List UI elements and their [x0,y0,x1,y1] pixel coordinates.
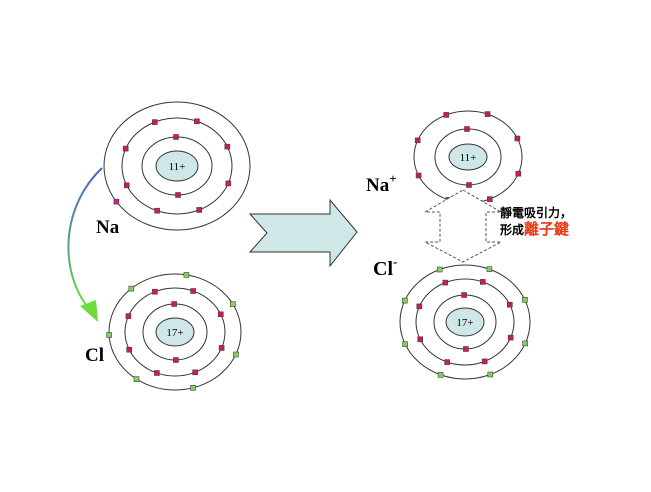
electron [514,135,521,142]
electron [481,358,488,365]
valence-electron [436,266,443,273]
nucleus [155,317,195,347]
electron [218,345,225,351]
electron [196,207,202,213]
reaction-arrow [248,198,358,268]
valence-electron [133,376,140,382]
electron [506,301,513,308]
shell-3 [108,273,242,391]
sodium-ion-symbol: Na+ [366,172,397,196]
chloride-ion-symbol: Cl- [373,255,397,280]
electron [152,288,158,295]
electron [415,172,422,179]
attraction-arrow [423,189,503,263]
electron [123,182,130,189]
electron [443,112,450,118]
sodium-atom: 11+ [103,101,251,231]
valence-electron [106,332,112,338]
electron [190,288,196,294]
electron [225,180,232,187]
nucleus [445,307,485,337]
ion-symbol: Na [366,175,390,196]
valence-electron [486,266,493,273]
valence-electron [233,351,239,358]
ion-charge: + [389,171,397,186]
electron [414,137,421,144]
valence-electron [437,371,444,378]
shell-3 [103,101,251,231]
electron [171,301,177,307]
chloride-ion: 17+ [399,264,531,380]
valence-electron [401,297,408,304]
note-line-1: 靜電吸引力， [500,206,573,220]
electron [154,207,160,214]
chlorine-symbol: Cl [85,345,104,366]
valence-electron [522,296,528,303]
electrons [401,266,529,378]
electron [194,118,200,125]
electron [444,359,451,365]
sodium-ion: 11+ [413,110,523,204]
electron [464,126,470,132]
note-prefix: 形成 [500,223,525,237]
valence-electron [522,340,529,347]
electrons [106,272,239,391]
note-highlight: 離子鍵 [524,220,570,238]
shell-2 [121,117,233,215]
nucleus-charge-label: 11+ [460,152,477,164]
electron [125,313,132,319]
electrons [414,111,522,203]
electron [152,119,158,125]
electron [417,336,424,343]
electron [484,111,491,117]
nucleus [448,143,488,171]
electron [175,192,181,198]
valence-electron [402,341,408,348]
electron [154,370,160,376]
electron [479,279,486,285]
shell-2 [124,287,226,377]
electron [192,369,198,376]
valence-electron [190,384,196,391]
electron [463,346,469,352]
electron [173,134,179,140]
electron [442,279,449,286]
nucleus [155,150,199,182]
valence-electron [487,371,494,378]
valence-electron [230,301,236,308]
note-line-2: 形成離子鍵 [500,221,572,238]
nucleus-charge-label: 17+ [166,327,183,339]
valence-electron [128,285,135,292]
electron [113,198,120,205]
electron [173,357,179,363]
electron [461,292,467,298]
electron [515,170,522,177]
electron [122,145,129,152]
electrons [113,118,232,214]
sodium-symbol: Na [96,217,120,238]
electron-transfer-arrow [67,167,103,322]
electron [507,334,514,341]
chlorine-atom: 17+ [106,272,242,391]
electron [466,182,472,188]
electron [224,143,231,150]
electron [416,303,423,310]
ionic-bond-note: 靜電吸引力， 形成離子鍵 [500,205,572,238]
ion-charge: - [393,254,398,269]
electron [486,196,493,202]
nucleus-charge-label: 11+ [169,161,186,173]
valence-electron [183,272,190,278]
shell-2 [415,278,515,366]
electron [126,346,132,353]
electron [218,311,224,318]
shell-3 [399,264,531,380]
ion-symbol: Cl [373,258,393,280]
nucleus-charge-label: 17+ [456,317,473,329]
